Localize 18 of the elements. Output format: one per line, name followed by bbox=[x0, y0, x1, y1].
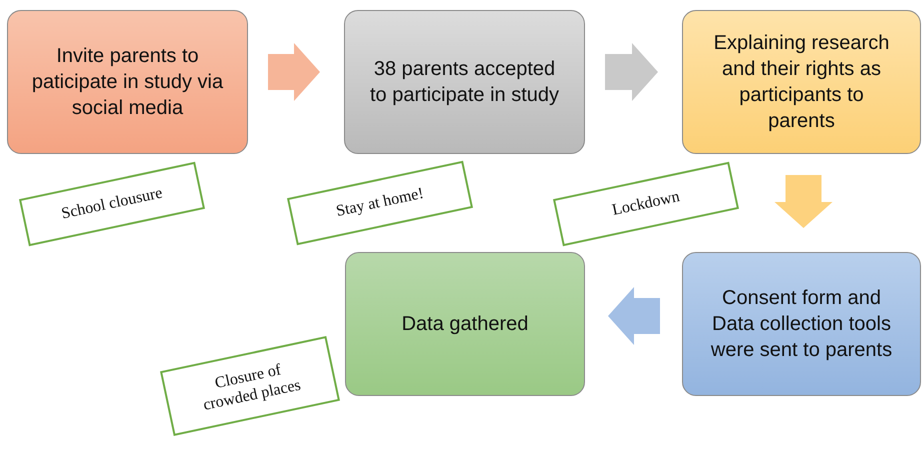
box-text: Explaining research and their rights as participants to parents bbox=[712, 31, 890, 134]
box-text: Consent form and Data collection tools were sent to parents bbox=[710, 286, 894, 363]
block-arrow bbox=[608, 287, 660, 345]
box-text: 38 parents accepted to participate in study bbox=[369, 57, 560, 108]
block-arrow bbox=[268, 43, 320, 101]
process-box bbox=[344, 10, 585, 154]
box-text: Stay at home! bbox=[334, 184, 426, 222]
box-text: Data gathered bbox=[402, 312, 528, 337]
process-box bbox=[682, 252, 921, 396]
box-text: School clousure bbox=[60, 184, 164, 224]
box-text: Lockdown bbox=[610, 188, 682, 220]
box-text: Closure of crowded places bbox=[200, 360, 304, 416]
box-text: Invite parents to paticipate in study via social media bbox=[30, 44, 224, 121]
block-arrow bbox=[774, 175, 832, 228]
process-box bbox=[682, 10, 921, 154]
block-arrow bbox=[605, 43, 658, 101]
process-box bbox=[345, 252, 585, 396]
process-box bbox=[7, 10, 248, 154]
